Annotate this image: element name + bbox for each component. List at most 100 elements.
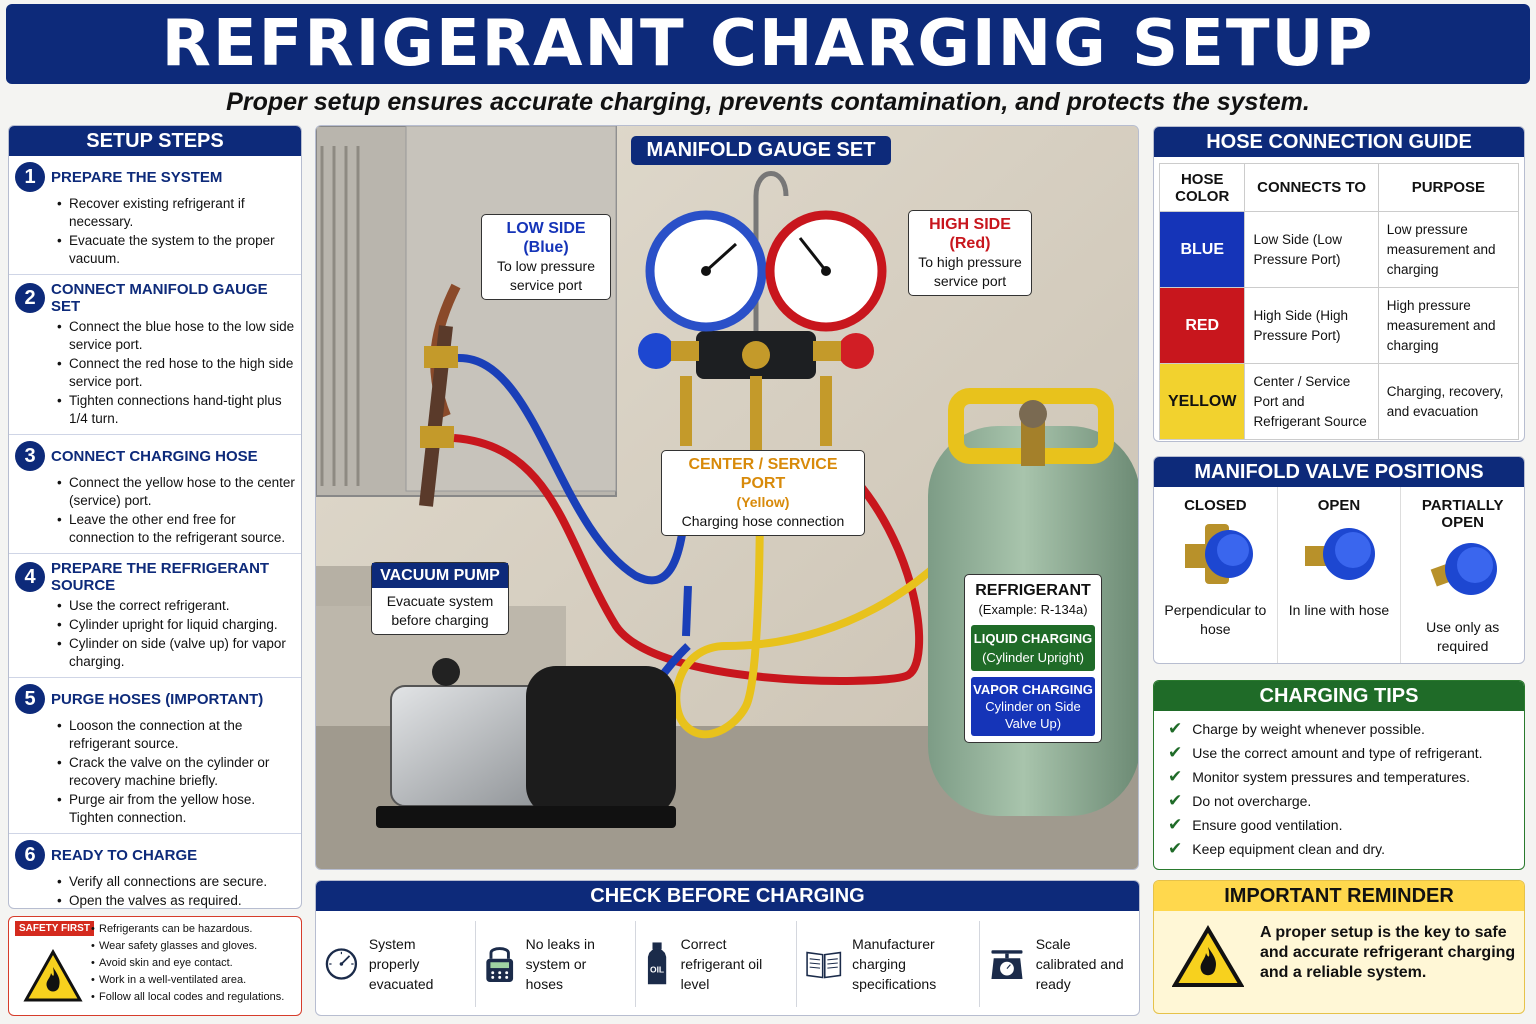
step-title: CONNECT CHARGING HOSE: [51, 447, 258, 465]
step-number: 2: [15, 283, 45, 313]
tip-text: Use the correct amount and type of refri…: [1192, 745, 1483, 761]
check-item-oil: OIL Correct refrigerant oil level: [636, 921, 797, 1007]
safety-item: Follow all local codes and regulations.: [91, 989, 284, 1006]
tip-item: ✔Do not overcharge.: [1168, 789, 1510, 813]
step-title: PREPARE THE SYSTEM: [51, 168, 223, 186]
valve-open: OPEN In line with hose: [1278, 487, 1402, 663]
check-icon: ✔: [1168, 719, 1183, 738]
manifold-valve-positions: MANIFOLD VALVE POSITIONS CLOSED Perpendi…: [1153, 456, 1525, 664]
step-title: CONNECT MANIFOLD GAUGE SET: [51, 281, 268, 315]
connects-cell: High Side (High Pressure Port): [1244, 287, 1379, 364]
tip-text: Keep equipment clean and dry.: [1192, 841, 1386, 857]
check-icon: ✔: [1168, 815, 1183, 834]
step-title: PURGE HOSES (IMPORTANT): [51, 690, 264, 708]
setup-step: 1 PREPARE THE SYSTEM Recover existing refr…: [9, 156, 301, 275]
step-items: Verify all connections are secure.Open t…: [57, 873, 295, 908]
valve-label: CLOSED: [1184, 497, 1247, 514]
step-number: 1: [15, 162, 45, 192]
table-row: BLUE Low Side (Low Pressure Port) Low pr…: [1158, 211, 1520, 288]
safety-tag: SAFETY FIRST: [15, 921, 94, 936]
leak-detector-icon: [486, 947, 514, 983]
valve-partial-icon: [1430, 543, 1497, 595]
oil-bottle-icon: OIL: [648, 942, 667, 985]
high-side-title: HIGH SIDE: [929, 216, 1011, 233]
valve-label: PARTIALLY OPEN: [1421, 497, 1504, 531]
step-title-row: 6 READY TO CHARGE: [15, 840, 295, 870]
setup-step: 3 CONNECT CHARGING HOSE Connect the yellow…: [9, 435, 301, 554]
vacuum-pump-callout: VACUUM PUMP Evacuate system before charg…: [371, 562, 509, 635]
safety-first-box: SAFETY FIRST Refrigerants can be hazardo…: [8, 916, 302, 1016]
safety-item: Refrigerants can be hazardous.: [91, 921, 284, 938]
tip-item: ✔Keep equipment clean and dry.: [1168, 837, 1510, 861]
step-title-row: 3 CONNECT CHARGING HOSE: [15, 441, 295, 471]
hose-connection-guide: HOSE CONNECTION GUIDE HOSE COLOR CONNECT…: [1153, 126, 1525, 442]
check-icon: ✔: [1168, 743, 1183, 762]
list-item: Connect the yellow hose to the center (s…: [57, 474, 295, 510]
step-number: 4: [15, 562, 45, 592]
setup-illustration: MANIFOLD GAUGE SET LOW SIDE (Blue) To lo…: [315, 125, 1139, 870]
center-port-title: CENTER / SERVICE PORT: [688, 456, 838, 492]
charging-tips-list: ✔ Charge by weight whenever possible. ✔ Use…: [1154, 711, 1524, 867]
valve-desc: Use only as required: [1426, 619, 1500, 654]
check-heading: CHECK BEFORE CHARGING: [316, 881, 1139, 911]
page-subtitle: Proper setup ensures accurate charging, …: [226, 88, 1310, 116]
list-item: Open the valves as required.: [57, 892, 295, 908]
setup-steps-list: 1 PREPARE THE SYSTEM Recover existing refr…: [9, 156, 301, 908]
low-side-callout: LOW SIDE (Blue) To low pressure service …: [481, 214, 611, 300]
step-number: 6: [15, 840, 45, 870]
check-item-scale: Scale calibrated and ready: [980, 921, 1139, 1007]
connects-cell: Center / Service Port and Refrigerant So…: [1244, 363, 1379, 440]
fire-warning-icon: [1172, 925, 1244, 987]
check-text: System properly evacuated: [368, 936, 434, 992]
purpose-cell: High pressure measurement and charging: [1377, 287, 1520, 364]
setup-step: 5 PURGE HOSES (IMPORTANT) Looson the conne…: [9, 678, 301, 834]
setup-step: 6 READY TO CHARGE Verify all connections a…: [9, 834, 301, 908]
step-title-row: 1 PREPARE THE SYSTEM: [15, 162, 295, 192]
valve-label: OPEN: [1317, 497, 1361, 514]
hose-color-cell: RED: [1158, 287, 1246, 364]
setup-steps-heading: SETUP STEPS: [9, 126, 301, 156]
check-item-evacuated: System properly evacuated: [316, 921, 477, 1007]
manifold-title: MANIFOLD GAUGE SET: [646, 139, 876, 161]
hose-color-header: HOSE COLOR: [1158, 163, 1246, 212]
tip-text: Charge by weight whenever possible.: [1192, 721, 1425, 737]
step-number: 3: [15, 441, 45, 471]
valve-positions-heading: MANIFOLD VALVE POSITIONS: [1154, 457, 1524, 487]
hose-guide-heading: HOSE CONNECTION GUIDE: [1154, 127, 1524, 157]
check-text: Manufacturer charging specifications: [852, 936, 937, 992]
step-number: 5: [15, 684, 45, 714]
safety-item: Wear safety glasses and gloves.: [91, 938, 284, 955]
purpose-cell: Low pressure measurement and charging: [1377, 211, 1520, 288]
reminder-heading: IMPORTANT REMINDER: [1154, 881, 1524, 911]
purpose-cell: Charging, recovery, and evacuation: [1377, 363, 1520, 440]
fire-warning-icon: [23, 949, 83, 1002]
step-items: Recover existing refrigerant if necessar…: [57, 195, 295, 268]
valve-closed: CLOSED Perpendicular to hose: [1154, 487, 1278, 663]
step-items: Looson the connection at the refrigerant…: [57, 717, 295, 827]
tip-item: ✔ Charge by weight whenever possible.: [1168, 717, 1510, 741]
liquid-charging-badge: LIQUID CHARGING (Cylinder Upright): [971, 625, 1095, 671]
liquid-charging-sub: (Cylinder Upright): [982, 650, 1084, 665]
check-text: No leaks in system or hoses: [525, 936, 595, 992]
valve-partially-open: PARTIALLY OPEN Use only as required: [1401, 487, 1524, 663]
list-item: Connect the blue hose to the low side se…: [57, 318, 295, 354]
check-before-charging-panel: CHECK BEFORE CHARGING System properly ev…: [315, 880, 1140, 1016]
low-side-title: LOW SIDE: [506, 220, 586, 237]
check-icon: ✔: [1168, 767, 1183, 786]
charging-tips-heading: CHARGING TIPS: [1154, 681, 1524, 711]
table-row: RED High Side (High Pressure Port) High …: [1158, 287, 1520, 364]
safety-list: Refrigerants can be hazardous.Wear safet…: [91, 921, 284, 1006]
page-title: REFRIGERANT CHARGING SETUP: [161, 7, 1375, 81]
list-item: Crack the valve on the cylinder or recov…: [57, 754, 295, 790]
list-item: Tighten connections hand-tight plus 1/4 …: [57, 392, 295, 428]
vapor-charging-title: VAPOR CHARGING: [973, 682, 1093, 697]
step-title: READY TO CHARGE: [51, 846, 198, 864]
center-port-sub: (Yellow): [736, 494, 790, 510]
step-title: PREPARE THE REFRIGERANT SOURCE: [51, 560, 270, 594]
step-items: Use the correct refrigerant.Cylinder upr…: [57, 597, 295, 671]
connects-cell: Low Side (Low Pressure Port): [1244, 211, 1379, 288]
high-side-sub: (Red): [949, 235, 991, 252]
